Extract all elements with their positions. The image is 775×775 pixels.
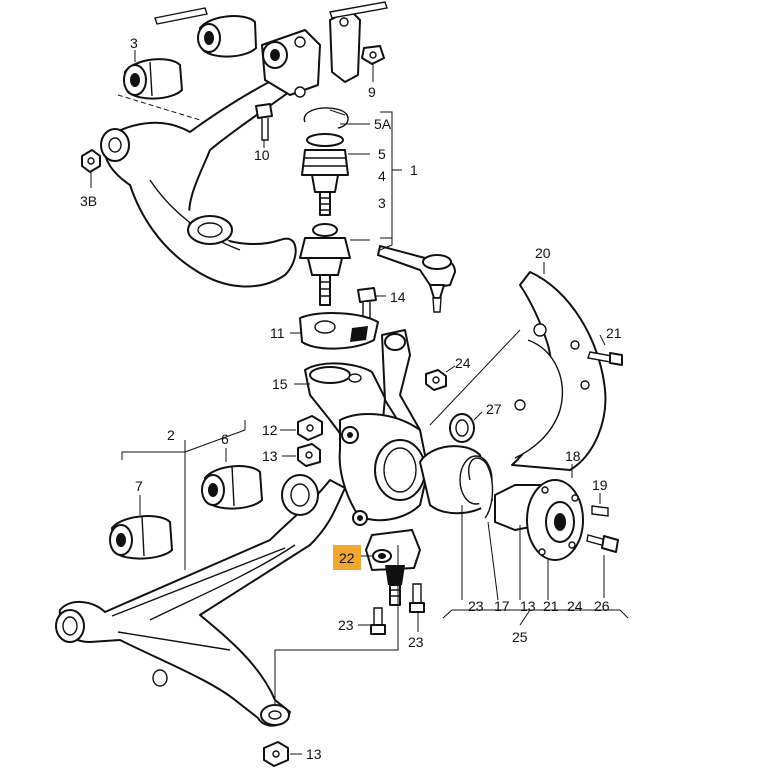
highlight-box-22: [333, 545, 361, 570]
bolt-23-right[interactable]: [409, 583, 425, 613]
ball-joint-3[interactable]: [299, 223, 351, 306]
wheel-hub-18[interactable]: [494, 479, 584, 561]
label-21-shield: 21: [606, 325, 622, 341]
bushing-3-top[interactable]: [123, 58, 183, 100]
bolt-10[interactable]: [255, 103, 273, 141]
nut-24[interactable]: [425, 369, 447, 391]
bolt-23-left[interactable]: [370, 607, 386, 635]
label-11: 11: [270, 325, 285, 341]
label-3-top: 3: [130, 35, 138, 51]
label-5A: 5A: [374, 116, 392, 132]
highlight-22[interactable]: 22: [333, 545, 361, 570]
circlip-17[interactable]: [468, 457, 494, 519]
ball-joint-5[interactable]: [301, 133, 349, 216]
label-6: 6: [221, 431, 229, 447]
label-24: 24: [455, 355, 471, 371]
nut-13-mid[interactable]: [297, 443, 321, 467]
tie-rod-end[interactable]: [377, 245, 456, 313]
label-3B: 3B: [80, 193, 97, 209]
label-13-bottom: 13: [306, 746, 322, 762]
label-7: 7: [135, 478, 143, 494]
plate-11[interactable]: [299, 312, 379, 350]
label-26: 26: [594, 598, 610, 614]
label-3-mid: 3: [378, 195, 386, 211]
part-labels: 3 9 5A 5 4 3 1 10 3B 14 11 20 21 24 15 2…: [80, 35, 622, 762]
label-19: 19: [592, 477, 608, 493]
label-15: 15: [272, 376, 288, 392]
bolt-21-shield[interactable]: [587, 351, 623, 366]
wheel-stud-19[interactable]: [591, 505, 609, 517]
label-23-right: 23: [408, 634, 424, 650]
label-23-left: 23: [338, 617, 354, 633]
label-row-21: 21: [543, 598, 559, 614]
label-20: 20: [535, 245, 551, 261]
label-2: 2: [167, 427, 175, 443]
seal-27[interactable]: [449, 413, 475, 443]
circlip-5A[interactable]: [303, 107, 349, 129]
lower-wishbone: [55, 474, 346, 727]
nut-3B[interactable]: [81, 149, 101, 173]
upper-wishbone: [100, 1, 388, 288]
label-row-24: 24: [567, 598, 583, 614]
label-12: 12: [262, 422, 278, 438]
label-1: 1: [410, 162, 418, 178]
label-14: 14: [390, 289, 406, 305]
label-5: 5: [378, 146, 386, 162]
splash-shield-20[interactable]: [511, 271, 607, 471]
nut-12[interactable]: [297, 415, 323, 441]
label-4: 4: [378, 168, 386, 184]
label-25: 25: [512, 629, 528, 645]
ball-joint-22[interactable]: [365, 529, 421, 606]
label-row-13: 13: [520, 598, 536, 614]
label-13-mid: 13: [262, 448, 278, 464]
label-22: 22: [339, 550, 355, 566]
bushing-7[interactable]: [109, 515, 173, 560]
nut-9[interactable]: [361, 45, 385, 65]
label-10: 10: [254, 147, 270, 163]
bushing-6[interactable]: [201, 465, 263, 510]
label-row-23: 23: [468, 598, 484, 614]
bushing-upper-right[interactable]: [197, 15, 288, 69]
nut-13-bottom[interactable]: [263, 741, 289, 767]
bolt-14[interactable]: [357, 287, 377, 319]
label-row-17: 17: [494, 598, 510, 614]
leader-lines: [90, 50, 629, 755]
label-9: 9: [368, 84, 376, 100]
wheel-bolt-26[interactable]: [586, 534, 619, 553]
label-18: 18: [565, 448, 581, 464]
steering-knuckle-15[interactable]: [304, 329, 429, 526]
label-27: 27: [486, 401, 502, 417]
